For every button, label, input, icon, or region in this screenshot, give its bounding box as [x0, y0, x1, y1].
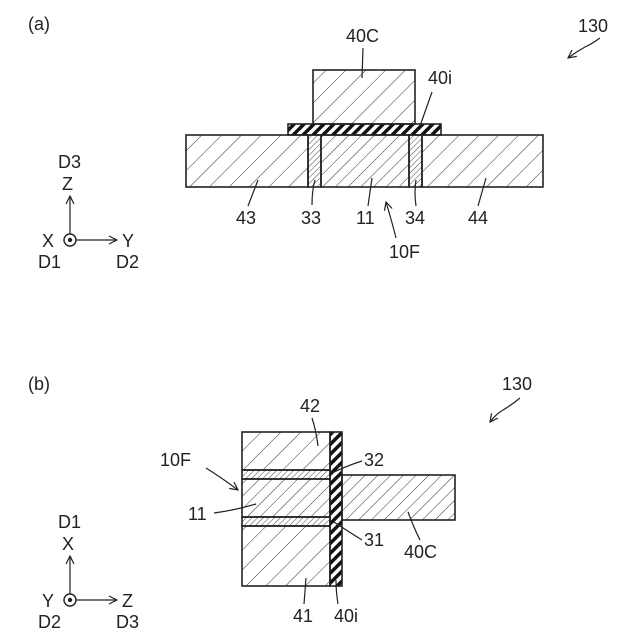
- label-11-a: 11: [356, 208, 375, 228]
- leader-10f-b: [206, 468, 238, 490]
- axis-triad-b: D1 X Y D2 Z D3: [38, 512, 139, 632]
- insulator-40i-b: [330, 432, 342, 586]
- label-33: 33: [301, 208, 321, 228]
- left-region-43: [186, 135, 308, 187]
- axis-b-right-axis: Z: [122, 591, 133, 611]
- leader-34: [415, 180, 416, 206]
- lower-wall-31: [242, 517, 330, 526]
- panel-a: (a) 130 40C 40i 43 33 11 34 44 10F: [28, 14, 608, 272]
- top-electrode-40c: [313, 70, 415, 124]
- axis-a-right-dir: D2: [116, 252, 139, 272]
- axis-a-out-dot: [68, 238, 72, 242]
- left-wall-33: [308, 135, 321, 187]
- panel-a-ref-arrow: [568, 38, 600, 58]
- label-10f-b: 10F: [160, 450, 191, 470]
- label-10f-a: 10F: [389, 242, 420, 262]
- panel-b: (b) 130 42 10F 32 11 31 40C 41 40i: [28, 374, 532, 632]
- bottom-region-41: [242, 526, 330, 586]
- axis-a-out-dir: D1: [38, 252, 61, 272]
- right-region-44: [422, 135, 543, 187]
- label-41: 41: [293, 606, 313, 626]
- axis-a-out-axis: X: [42, 231, 54, 251]
- axis-b-right-dir: D3: [116, 612, 139, 632]
- core-11-b: [242, 479, 330, 517]
- axis-a-right-axis: Y: [122, 231, 134, 251]
- right-wall-34: [409, 135, 422, 187]
- leader-10f-a: [386, 202, 396, 238]
- insulator-40i: [288, 124, 441, 135]
- axis-b-out-dir: D2: [38, 612, 61, 632]
- label-32: 32: [364, 450, 384, 470]
- core-11: [321, 135, 409, 187]
- axis-b-up-axis: X: [62, 534, 74, 554]
- panel-b-ref-arrow: [490, 398, 520, 422]
- label-40c-b: 40C: [404, 542, 437, 562]
- axis-b-out-axis: Y: [42, 591, 54, 611]
- axis-a-up-dir: D3: [58, 152, 81, 172]
- axis-triad-a: D3 Z X D1 Y D2: [38, 152, 139, 272]
- label-40i-b: 40i: [334, 606, 358, 626]
- label-44: 44: [468, 208, 488, 228]
- label-40c-a: 40C: [346, 26, 379, 46]
- leader-40i-a: [420, 92, 432, 126]
- panel-b-label: (b): [28, 374, 50, 394]
- axis-b-out-dot: [68, 598, 72, 602]
- label-11-b: 11: [188, 504, 207, 524]
- label-34: 34: [405, 208, 425, 228]
- label-43: 43: [236, 208, 256, 228]
- panel-a-figure-ref: 130: [578, 16, 608, 36]
- panel-a-label: (a): [28, 14, 50, 34]
- panel-b-figure-ref: 130: [502, 374, 532, 394]
- side-electrode-40c: [342, 475, 455, 520]
- upper-wall-32: [242, 470, 330, 479]
- label-40i-a: 40i: [428, 68, 452, 88]
- label-42: 42: [300, 396, 320, 416]
- label-31: 31: [364, 530, 384, 550]
- axis-a-up-axis: Z: [62, 174, 73, 194]
- axis-b-up-dir: D1: [58, 512, 81, 532]
